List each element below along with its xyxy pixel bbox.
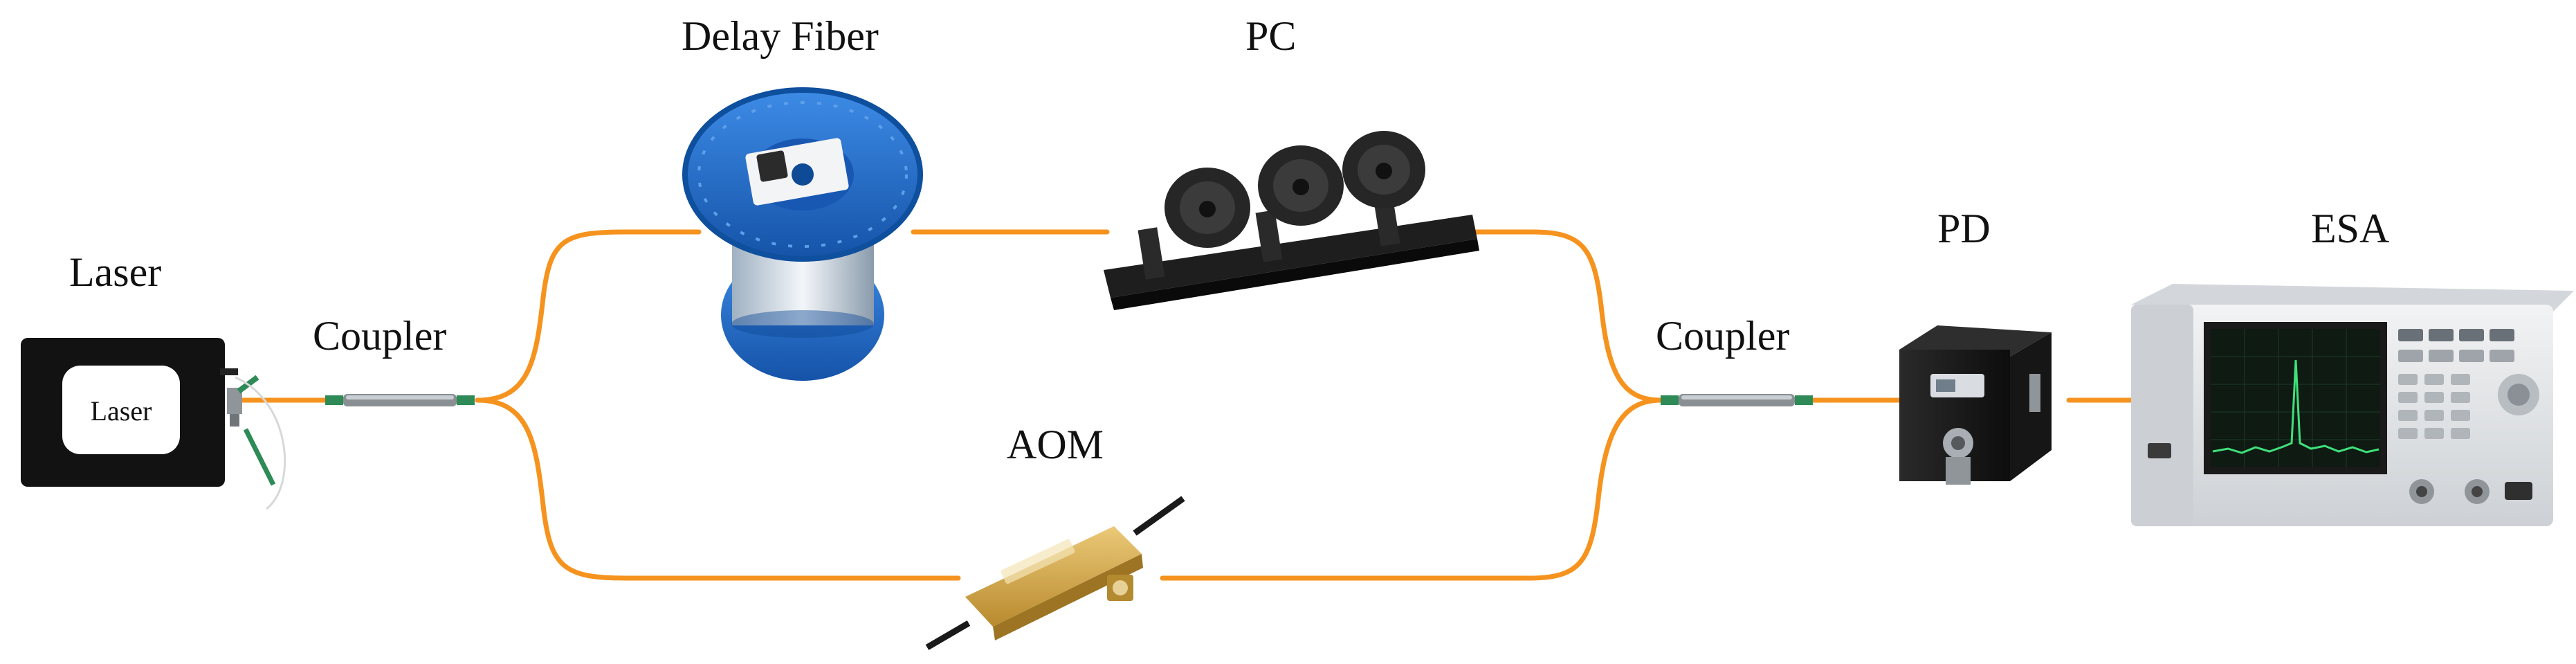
esa-label: ESA (2311, 206, 2390, 251)
fiber-pc-to-right (1471, 229, 1663, 403)
polarization-controller (1104, 131, 1479, 310)
delay-fiber-spool (682, 87, 923, 381)
coupler-right (1661, 394, 1813, 406)
aom-label: AOM (1007, 422, 1104, 467)
coupler-left-label: Coupler (313, 313, 447, 359)
delay-fiber-label: Delay Fiber (682, 13, 879, 59)
laser-box: Laser (21, 338, 286, 510)
photodetector (1899, 325, 2052, 485)
fiber-upper-arm (475, 229, 702, 403)
aom-device (925, 496, 1185, 650)
laser-box-label: Laser (91, 395, 152, 427)
coupler-right-label: Coupler (1656, 313, 1790, 359)
fiber-paths (236, 229, 2162, 581)
laser-label: Laser (69, 249, 162, 295)
coupler-left (325, 394, 475, 406)
fiber-lower-arm-right (1160, 397, 1663, 581)
pc-label: PC (1245, 13, 1297, 59)
spectrum-analyzer (2131, 284, 2574, 526)
pd-label: PD (1937, 206, 1991, 251)
fiber-lower-arm-left (475, 397, 961, 581)
